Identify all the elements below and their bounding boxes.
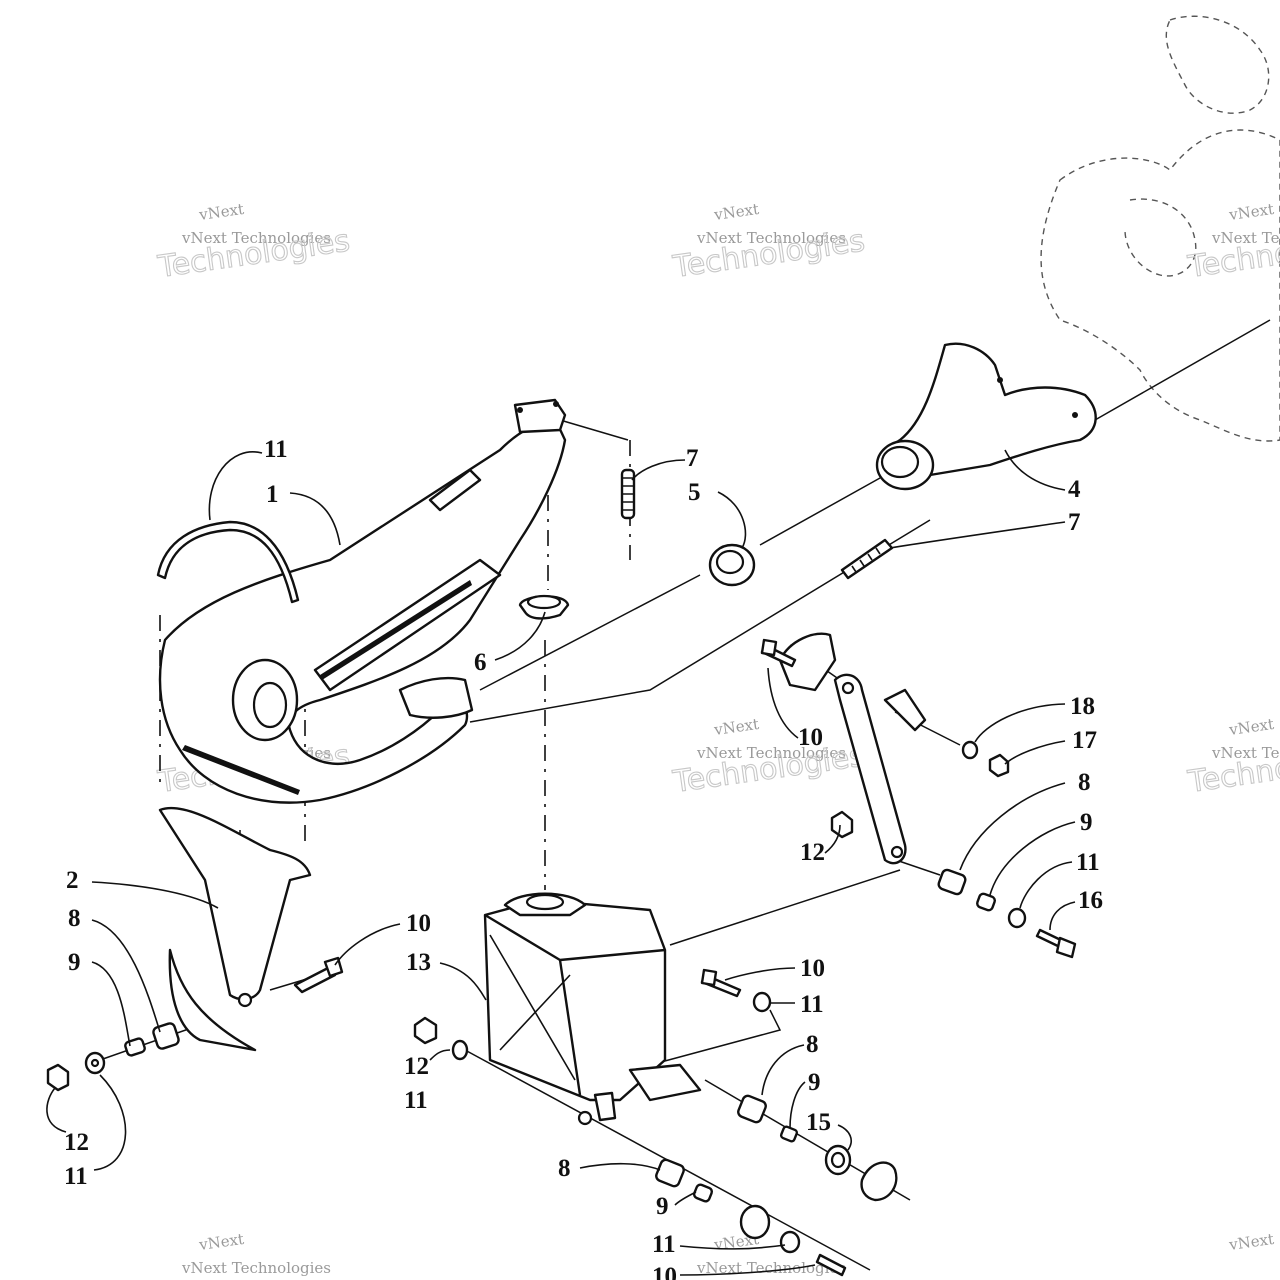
- watermark-text: vNext: [1227, 1230, 1275, 1254]
- seal-ring-part-5: [708, 543, 756, 587]
- watermark-text: vNext Technologies: [181, 229, 331, 247]
- watermark-8: vNext vNext Technologies: [696, 1230, 846, 1277]
- watermark-9: vNext: [1227, 1230, 1275, 1254]
- strap-part-3: [156, 520, 300, 604]
- callout-6: 6: [474, 649, 487, 676]
- watermark-text: vNext: [1227, 715, 1275, 739]
- callout-9-bottom: 9: [656, 1193, 669, 1220]
- tank-part-13: [483, 892, 702, 1122]
- watermark-text: vNext: [1227, 200, 1275, 224]
- callout-10-left: 10: [406, 910, 431, 937]
- callout-10-bottom: 10: [652, 1263, 677, 1280]
- watermark-text: vNext Technologies: [181, 1259, 331, 1277]
- bracket-part-2: [158, 806, 312, 1052]
- hardware: [46, 638, 1077, 1277]
- watermark-text: vNext Technologies: [1211, 744, 1280, 762]
- callout-8-left: 8: [68, 905, 81, 932]
- spring-part-7-upper: [620, 468, 636, 520]
- spring-part-7-lower: [840, 538, 894, 580]
- callout-9-left: 9: [68, 949, 81, 976]
- watermark-4: vNext vNext Technologies Technologies: [670, 715, 868, 801]
- callout-7-lower: 7: [1068, 509, 1081, 536]
- callout-11-left: 11: [64, 1163, 88, 1190]
- callout-1: 1: [266, 481, 279, 508]
- callout-11-bottom: 11: [652, 1231, 676, 1258]
- callout-12-left: 12: [64, 1129, 89, 1156]
- callout-3: 11: [264, 436, 288, 463]
- leader-lines: [46, 449, 1076, 1276]
- callout-17: 17: [1072, 727, 1097, 754]
- watermark-7: vNext vNext Technologies: [181, 1230, 331, 1277]
- callout-13: 13: [406, 949, 431, 976]
- muffler-part-1: [158, 398, 567, 804]
- callout-8-right: 8: [1078, 769, 1091, 796]
- watermark-text: vNext Technologies: [696, 744, 846, 762]
- callout-9-right: 9: [1080, 809, 1093, 836]
- watermark-5: vNext vNext Technologies Technologies: [1185, 200, 1280, 286]
- watermark-text: vNext Technologies: [696, 229, 846, 247]
- callout-8-tank: 8: [806, 1031, 819, 1058]
- callout-16: 16: [1078, 887, 1103, 914]
- callout-10-arm: 10: [798, 724, 823, 751]
- callout-7-upper: 7: [686, 445, 699, 472]
- link-arm: [778, 632, 927, 865]
- callout-10-tank: 10: [800, 955, 825, 982]
- callout-11-tank: 11: [800, 991, 824, 1018]
- callout-8-bottom: 8: [558, 1155, 571, 1182]
- watermark-text: vNext: [197, 1230, 245, 1254]
- callout-12-arm: 12: [800, 839, 825, 866]
- callout-5: 5: [688, 479, 701, 506]
- watermark-text: vNext: [197, 200, 245, 224]
- grommet-part-6: [518, 594, 570, 620]
- callout-18: 18: [1070, 693, 1095, 720]
- watermark-text: vNext: [712, 715, 760, 739]
- watermark-1: vNext vNext Technologies Technologies: [155, 200, 353, 286]
- callout-2: 2: [66, 867, 79, 894]
- watermark-2: vNext vNext Technologies Technologies: [670, 200, 868, 286]
- watermark-text: vNext Technologies: [1211, 229, 1280, 247]
- watermark-6: vNext vNext Technologies Technologies: [1185, 715, 1280, 801]
- callout-9-tank: 9: [808, 1069, 821, 1096]
- callout-11-right: 11: [1076, 849, 1100, 876]
- callout-11-tank-left: 11: [404, 1087, 428, 1114]
- watermark-text: vNext: [712, 200, 760, 224]
- callout-numbers: 11 1 7 5 4 7 6 2 8 9 10 13 12 11 10 12 1…: [64, 436, 1103, 1280]
- watermarks: vNext vNext Technologies Technologies vN…: [155, 200, 1280, 1277]
- watermark-text: vNext Technologies: [696, 1259, 846, 1277]
- manifold-part-4: [875, 342, 1097, 491]
- assembly-lines: [99, 319, 1271, 1271]
- engine-ghost-outline: [1040, 15, 1280, 442]
- callout-12-tank: 12: [404, 1053, 429, 1080]
- callout-4: 4: [1068, 476, 1081, 503]
- callout-15: 15: [806, 1109, 831, 1136]
